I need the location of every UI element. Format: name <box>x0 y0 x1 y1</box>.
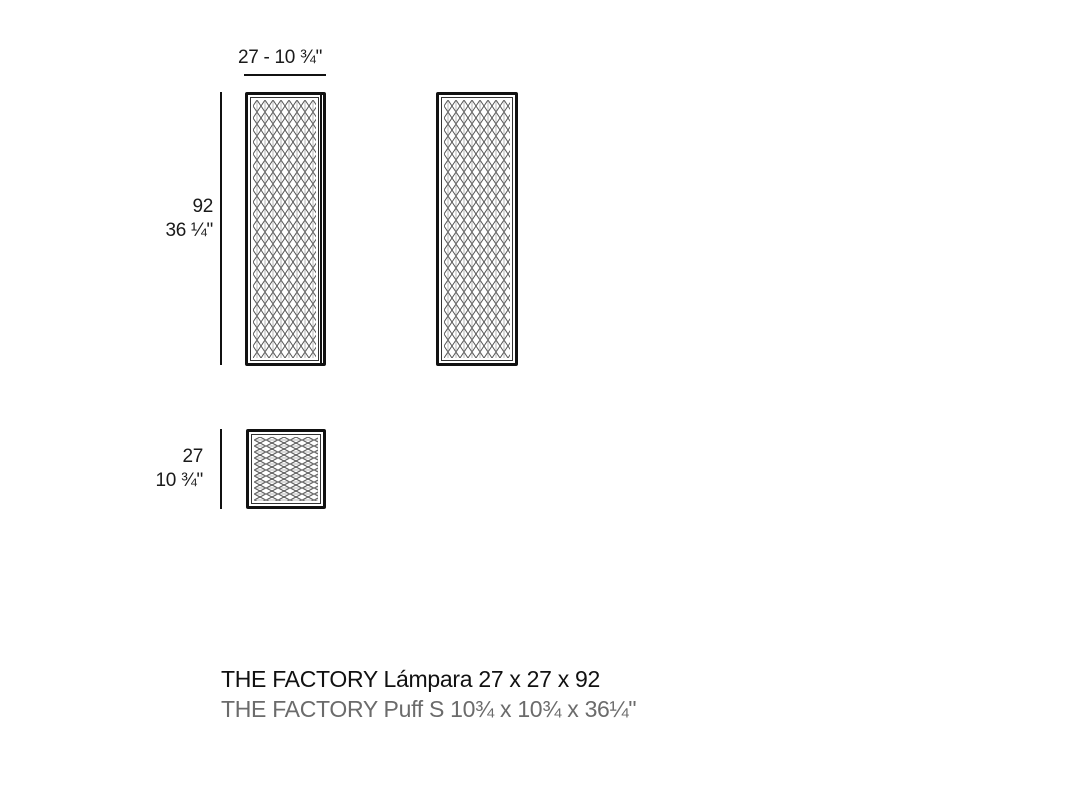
caption-secondary: THE FACTORY Puff S 10¾ x 10¾ x 36¼" <box>221 696 637 722</box>
depth-dimension-metric: 27 <box>182 446 203 467</box>
front-view <box>245 92 326 366</box>
side-view-mesh-pattern <box>444 100 510 358</box>
width-dimension-label: 27 - 10 ¾" <box>238 47 323 68</box>
front-view-side-edge <box>320 95 322 363</box>
top-view <box>246 429 326 509</box>
height-dimension-line <box>220 92 222 365</box>
height-dimension-metric: 92 <box>192 196 213 217</box>
depth-dimension-line <box>220 429 222 509</box>
height-dimension-imperial: 36 ¼" <box>165 220 213 241</box>
top-view-mesh-pattern <box>254 437 318 501</box>
width-dimension-line <box>244 74 326 76</box>
caption-primary: THE FACTORY Lámpara 27 x 27 x 92 <box>221 666 601 692</box>
depth-dimension-imperial: 10 ¾" <box>155 470 203 491</box>
front-view-mesh-pattern <box>253 100 316 358</box>
side-view <box>436 92 518 366</box>
